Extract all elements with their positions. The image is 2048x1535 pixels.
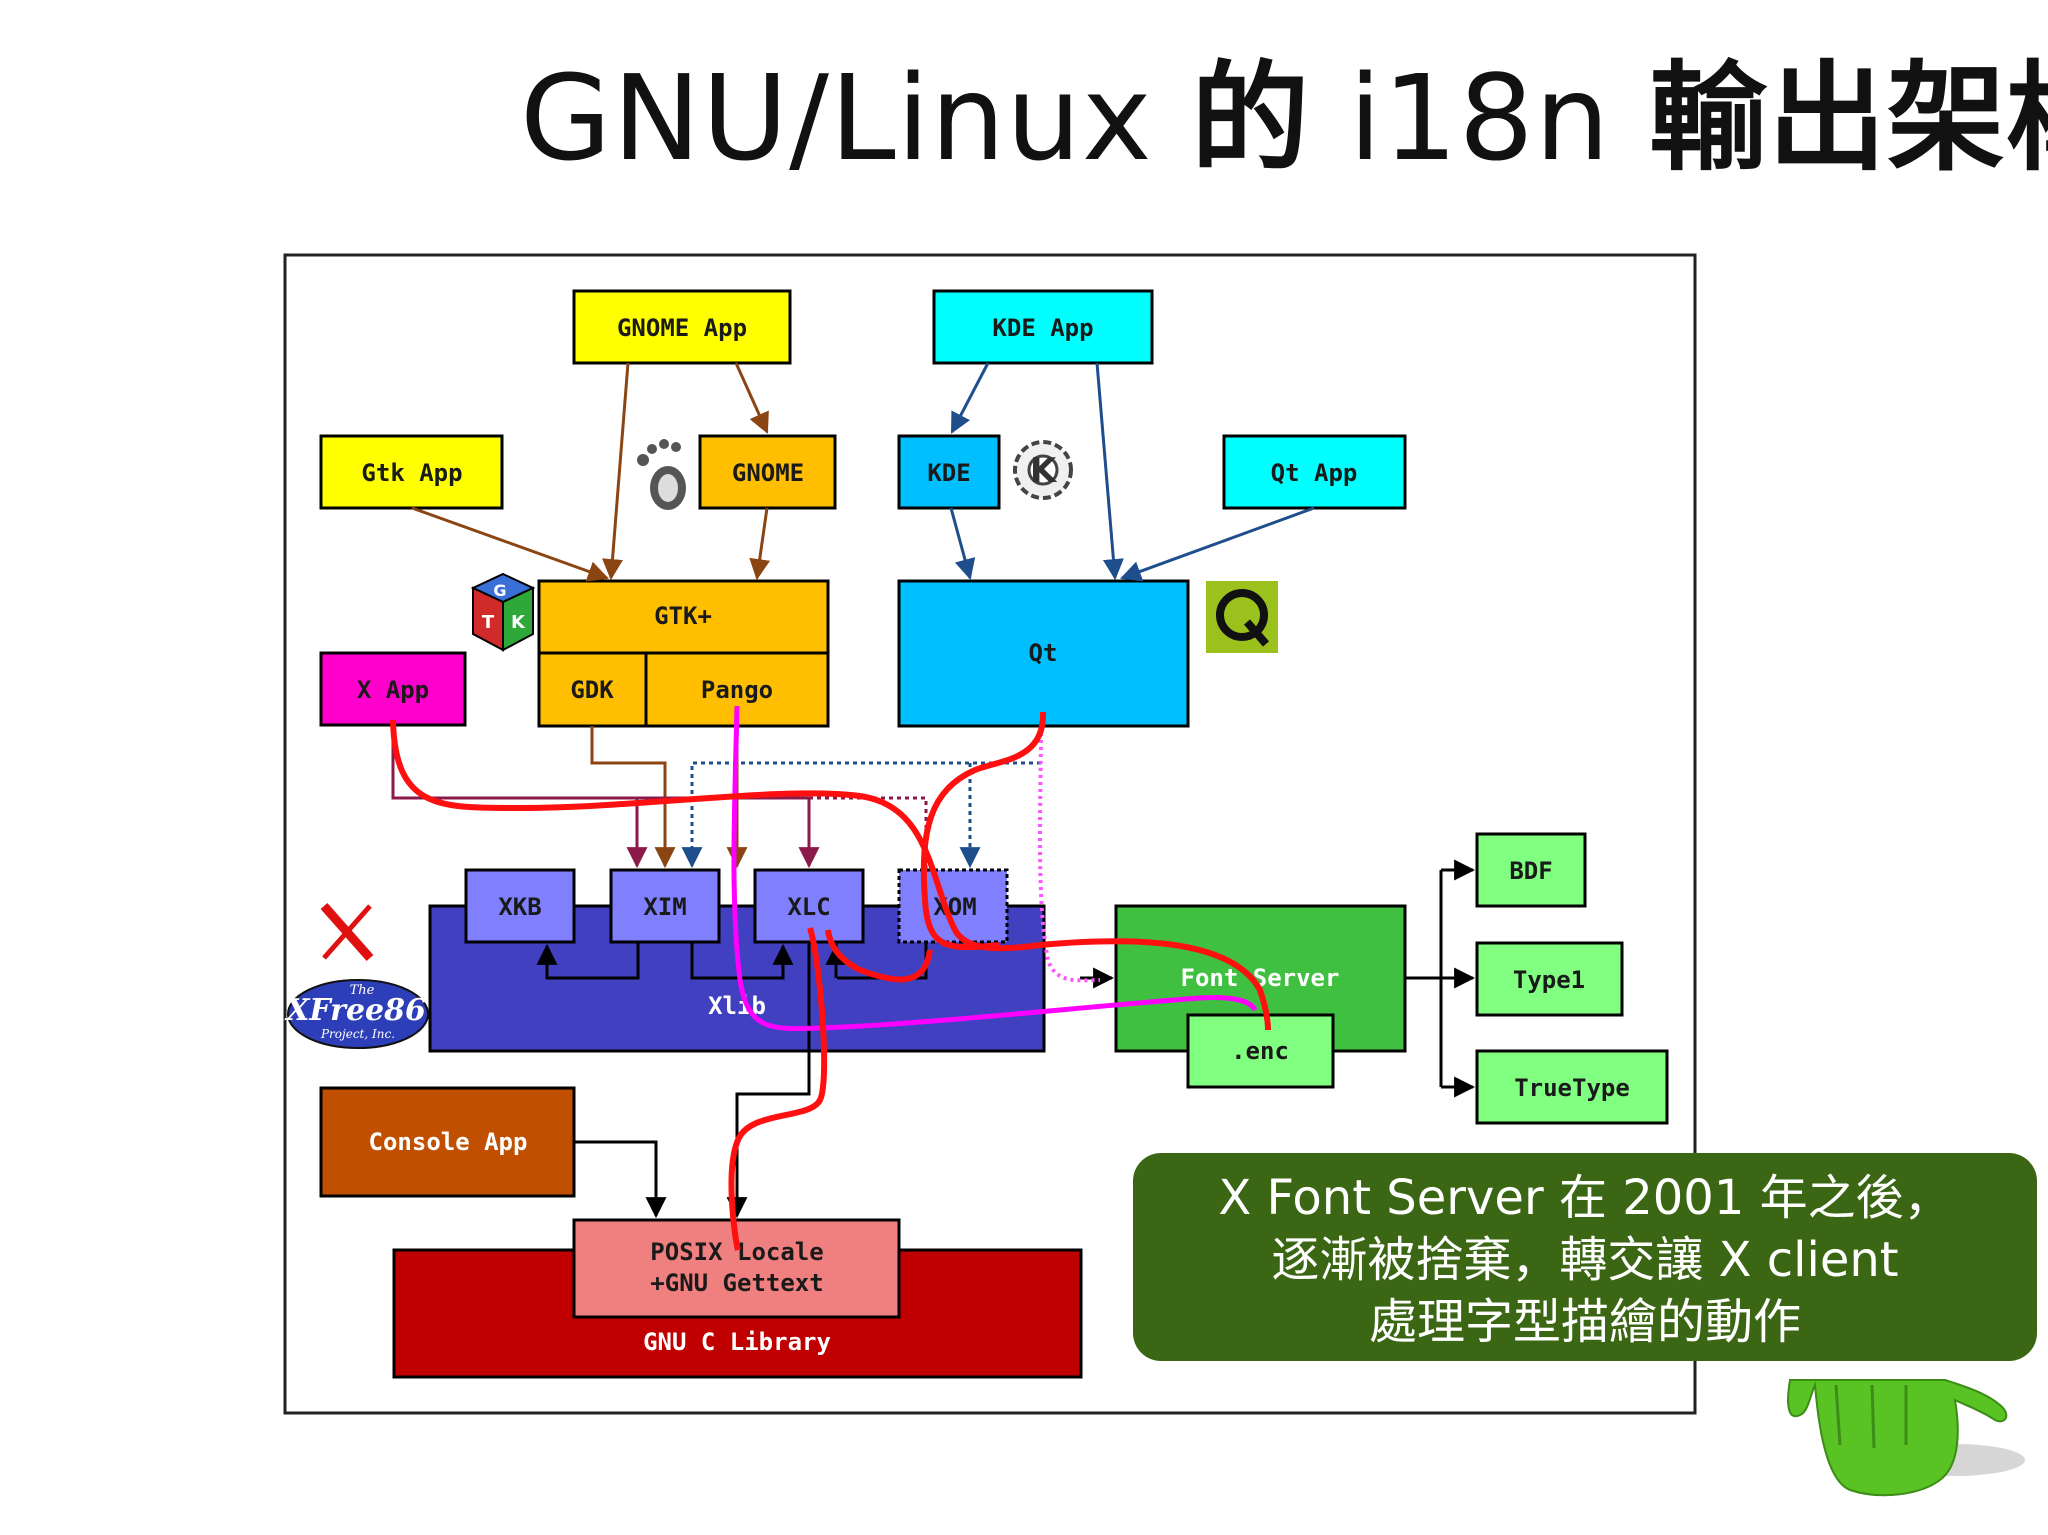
xlc-box: XLC <box>753 868 865 944</box>
xim-box: XIM <box>609 868 721 944</box>
title-part-gnu-linux: GNU/Linux <box>520 49 1192 187</box>
kde-label: KDE <box>927 459 970 487</box>
xkb-label: XKB <box>498 893 541 921</box>
gnome-box: GNOME <box>698 434 837 510</box>
svg-text:T: T <box>482 612 495 633</box>
bdf-box: BDF <box>1475 832 1587 908</box>
xfree86-logo: The XFree86 Project, Inc. <box>284 979 429 1049</box>
bdf-label: BDF <box>1509 857 1552 885</box>
gtk-arrows <box>411 362 771 869</box>
kde-box: KDE <box>897 434 1001 510</box>
xkb-box: XKB <box>464 868 576 944</box>
xlc-label: XLC <box>787 893 830 921</box>
type1-box: Type1 <box>1475 941 1624 1017</box>
console-app-label: Console App <box>369 1128 528 1156</box>
xfree86-logo-project: Project, Inc. <box>320 1027 395 1041</box>
title-part-de: 的 <box>1191 49 1311 187</box>
x-app-box: X App <box>319 651 467 727</box>
svg-text:K: K <box>1030 451 1058 491</box>
truetype-box: TrueType <box>1475 1049 1669 1125</box>
enc-box: .enc <box>1186 1013 1335 1089</box>
x-window-logo-icon <box>320 903 374 961</box>
gtk-plus-label: GTK+ <box>654 602 712 630</box>
pango-render-path <box>731 705 1258 1032</box>
green-hand-icon <box>1787 1379 2025 1497</box>
gnu-c-library-label: GNU C Library <box>643 1328 831 1356</box>
gtk-app-box: Gtk App <box>319 434 504 510</box>
qt-label: Qt <box>1029 639 1058 667</box>
callout-line-2: 逐漸被捨棄，轉交讓 X client <box>1271 1232 1899 1288</box>
xim-label: XIM <box>643 893 686 921</box>
console-app-box: Console App <box>319 1086 576 1198</box>
gnome-foot-icon <box>637 439 686 510</box>
qt-arrows <box>681 362 1315 869</box>
callout-note: X Font Server 在 2001 年之後， 逐漸被捨棄，轉交讓 X cl… <box>1133 1153 2037 1361</box>
posix-locale-box: POSIX Locale +GNU Gettext <box>572 1218 901 1319</box>
gnu-gettext-label: +GNU Gettext <box>650 1269 823 1297</box>
type1-label: Type1 <box>1513 966 1585 994</box>
enc-label: .enc <box>1231 1037 1289 1065</box>
kde-app-box: KDE App <box>932 289 1154 365</box>
x-app-label: X App <box>357 676 429 704</box>
truetype-label: TrueType <box>1514 1074 1630 1102</box>
kde-gear-icon: K <box>1013 440 1073 500</box>
svg-text:K: K <box>511 612 526 633</box>
qt-app-box: Qt App <box>1222 434 1407 510</box>
gtk-plus-box: GTK+ GDK Pango <box>537 579 830 728</box>
gnome-app-box: GNOME App <box>572 289 792 365</box>
gnome-app-label: GNOME App <box>617 314 747 342</box>
xfree86-logo-name: XFree86 <box>284 993 426 1028</box>
title-part-output-architecture: 輸出架構 <box>1649 49 2048 187</box>
gdk-label: GDK <box>570 676 614 704</box>
gnome-label: GNOME <box>732 459 804 487</box>
callout-line-3: 處理字型描繪的動作 <box>1368 1294 1801 1350</box>
red-render-paths <box>390 711 1271 1251</box>
gtk-app-label: Gtk App <box>361 459 462 487</box>
kde-app-label: KDE App <box>992 314 1093 342</box>
qt-app-label: Qt App <box>1271 459 1358 487</box>
black-arrows <box>536 859 1476 1219</box>
qt-box: Qt <box>897 579 1190 728</box>
callout-line-1: X Font Server 在 2001 年之後， <box>1218 1170 1952 1226</box>
qt-logo-icon <box>1206 581 1278 653</box>
page-title: GNU/Linux 的 i18n 輸出架構 <box>520 22 2048 187</box>
gtk-cube-icon: G T K <box>470 572 536 652</box>
xfree86-logo-the: The <box>350 983 375 998</box>
pango-label: Pango <box>701 676 773 704</box>
title-part-i18n: i18n <box>1310 49 1650 187</box>
svg-text:G: G <box>493 581 506 600</box>
qt-to-font-server-dotted <box>1037 725 1101 983</box>
